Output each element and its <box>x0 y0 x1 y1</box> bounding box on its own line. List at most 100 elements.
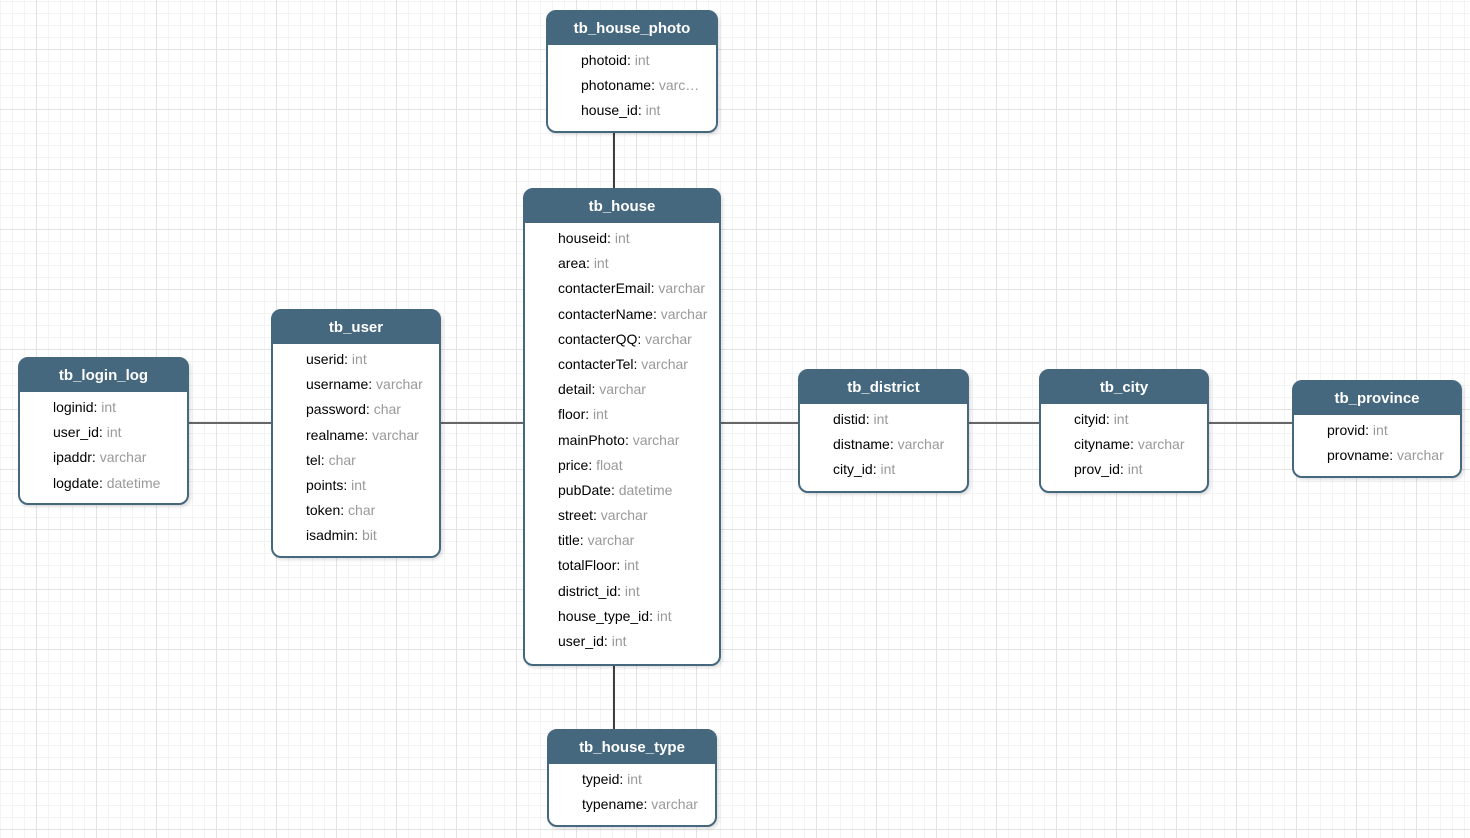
table-header[interactable]: tb_house_photo <box>548 12 716 45</box>
field-name: contacterQQ <box>558 330 638 347</box>
field-name: typename <box>582 796 644 813</box>
table-title: tb_city <box>1099 379 1149 396</box>
table-field-row[interactable]: user_id: int <box>20 420 187 445</box>
field-separator: : <box>585 406 594 423</box>
field-separator: : <box>637 102 646 119</box>
field-name: realname <box>306 426 365 443</box>
field-name: houseid <box>558 230 608 246</box>
table-field-row[interactable]: houseid: int <box>525 226 719 251</box>
field-separator: : <box>637 330 646 347</box>
table-header[interactable]: tb_user <box>273 311 439 344</box>
table-field-row[interactable]: tel: char <box>273 448 439 473</box>
table-field-row[interactable]: cityname: varchar <box>1041 432 1207 457</box>
table-field-row[interactable]: house_type_id: int <box>525 604 719 629</box>
table-field-row[interactable]: logdate: datetime <box>20 471 187 496</box>
table-title: tb_province <box>1334 390 1420 407</box>
relationship-line-tb_district-tb_city[interactable] <box>969 422 1039 424</box>
relationship-line-tb_city-tb_province[interactable] <box>1209 422 1292 424</box>
table-field-row[interactable]: provname: varchar <box>1294 443 1460 468</box>
relationship-line-tb_house_photo-tb_house[interactable] <box>613 133 615 188</box>
field-name: cityname <box>1074 436 1131 453</box>
table-field-row[interactable]: contacterName: varchar <box>525 302 719 327</box>
table-field-row[interactable]: provid: int <box>1294 418 1460 443</box>
table-header[interactable]: tb_city <box>1041 371 1207 404</box>
table-field-row[interactable]: distname: varchar <box>800 432 967 457</box>
table-field-row[interactable]: title: varchar <box>525 528 719 553</box>
table-header[interactable]: tb_province <box>1294 382 1460 415</box>
field-name: distname <box>833 436 890 453</box>
table-header[interactable]: tb_house <box>525 190 719 223</box>
table-field-row[interactable]: typeid: int <box>549 767 715 792</box>
table-field-row[interactable]: totalFloor: int <box>525 553 719 578</box>
table-field-row[interactable]: token: char <box>273 498 439 523</box>
table-header[interactable]: tb_house_type <box>549 731 715 764</box>
field-type: char <box>373 401 401 418</box>
table-field-row[interactable]: pubDate: datetime <box>525 478 719 503</box>
table-field-row[interactable]: contacterEmail: varchar <box>525 276 719 301</box>
table-field-row[interactable]: street: varchar <box>525 503 719 528</box>
table-field-row[interactable]: username: varchar <box>273 372 439 397</box>
table-field-row[interactable]: district_id: int <box>525 579 719 604</box>
table-title: tb_house_type <box>579 739 685 756</box>
table-field-row[interactable]: ipaddr: varchar <box>20 445 187 470</box>
field-name: tel <box>306 451 321 468</box>
table-field-row[interactable]: isadmin: bit <box>273 523 439 548</box>
field-separator: : <box>1119 461 1128 478</box>
field-type: int <box>593 406 608 423</box>
table-field-row[interactable]: cityid: int <box>1041 407 1207 432</box>
field-type: int <box>645 102 661 119</box>
field-separator: : <box>340 502 349 519</box>
table-field-row[interactable]: house_id: int <box>548 98 716 123</box>
field-name: contacterEmail <box>558 280 651 297</box>
field-name: totalFloor <box>558 557 617 574</box>
table-field-row[interactable]: mainPhoto: varchar <box>525 428 719 453</box>
field-name: mainPhoto <box>558 431 625 448</box>
relationship-line-tb_user-tb_house[interactable] <box>441 422 523 424</box>
table-field-row[interactable]: floor: int <box>525 402 719 427</box>
table-field-row[interactable]: user_id: int <box>525 629 719 654</box>
table-header[interactable]: tb_login_log <box>20 359 187 392</box>
table-field-row[interactable]: price: float <box>525 453 719 478</box>
table-field-row[interactable]: photoname: varc… <box>548 73 716 98</box>
field-type: varchar <box>632 431 680 448</box>
field-separator: : <box>579 532 588 549</box>
table-field-row[interactable]: loginid: int <box>20 395 187 420</box>
table-field-row[interactable]: password: char <box>273 397 439 422</box>
field-name: cityid <box>1074 411 1106 427</box>
table-field-row[interactable]: userid: int <box>273 347 439 372</box>
field-name: loginid <box>53 399 94 415</box>
field-type: int <box>351 476 366 493</box>
field-type: varchar <box>641 355 688 372</box>
table-field-row[interactable]: city_id: int <box>800 457 967 482</box>
table-field-row[interactable]: prov_id: int <box>1041 457 1207 482</box>
table-field-row[interactable]: typename: varchar <box>549 792 715 817</box>
relationship-line-tb_login_log-tb_user[interactable] <box>189 422 271 424</box>
field-separator: : <box>651 77 659 94</box>
table-field-row[interactable]: realname: varchar <box>273 423 439 448</box>
field-type: int <box>624 557 639 574</box>
table-field-row[interactable]: contacterQQ: varchar <box>525 327 719 352</box>
table-field-row[interactable]: area: int <box>525 251 719 276</box>
relationship-line-tb_house-tb_district[interactable] <box>721 422 798 424</box>
field-type: varc… <box>658 77 700 94</box>
relationship-line-tb_house-tb_house_type[interactable] <box>613 666 615 729</box>
table-field-row[interactable]: contacterTel: varchar <box>525 352 719 377</box>
field-name: password <box>306 401 366 418</box>
table-header[interactable]: tb_district <box>800 371 967 404</box>
field-type: int <box>101 399 117 415</box>
table-field-row[interactable]: points: int <box>273 473 439 498</box>
table-field-row[interactable]: photoid: int <box>548 48 716 73</box>
table-field-row[interactable]: detail: varchar <box>525 377 719 402</box>
table-title: tb_district <box>847 379 920 396</box>
table-field-row[interactable]: distid: int <box>800 407 967 432</box>
